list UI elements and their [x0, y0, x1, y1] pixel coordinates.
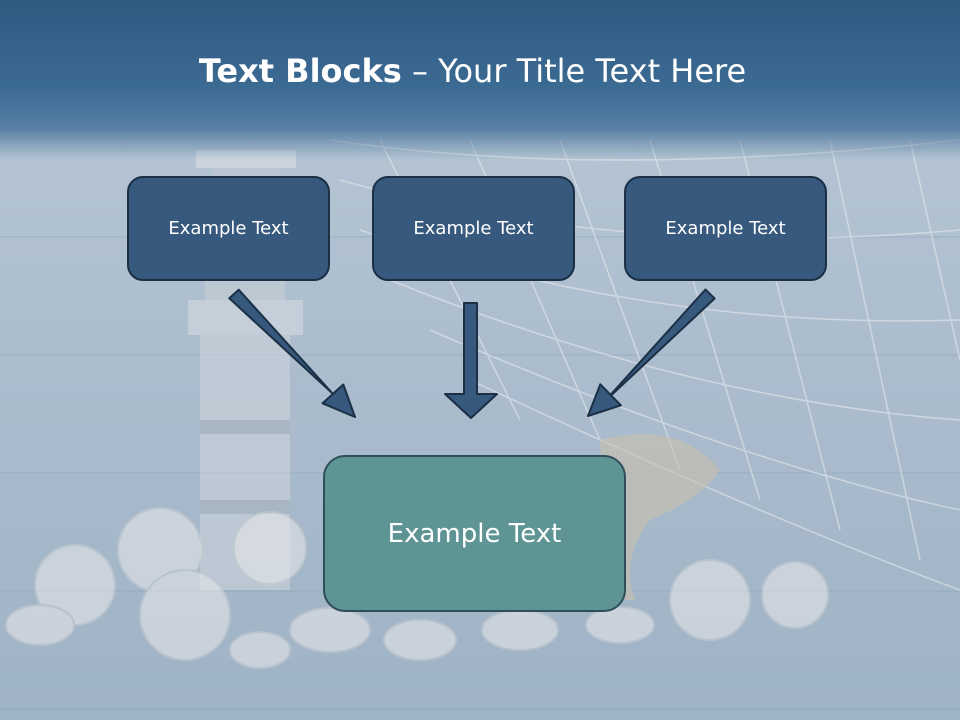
seashells-decoration [5, 507, 829, 669]
title-bold-text: Text Blocks [198, 52, 402, 90]
text-block-top-center[interactable]: Example Text [372, 176, 575, 281]
arrow-center-to-bottom [444, 302, 498, 419]
title-separator: – [401, 52, 439, 90]
text-block-top-right[interactable]: Example Text [624, 176, 827, 281]
title-bar [0, 0, 960, 160]
arrow-right-to-bottom [587, 288, 716, 417]
driftwood-decoration [600, 434, 720, 600]
slide-title: Text Blocks – Your Title Text Here [0, 52, 945, 90]
text-block-top-left[interactable]: Example Text [127, 176, 330, 281]
title-regular-text: Your Title Text Here [438, 52, 747, 90]
arrow-left-to-bottom [228, 288, 356, 418]
text-block-bottom[interactable]: Example Text [323, 455, 626, 612]
